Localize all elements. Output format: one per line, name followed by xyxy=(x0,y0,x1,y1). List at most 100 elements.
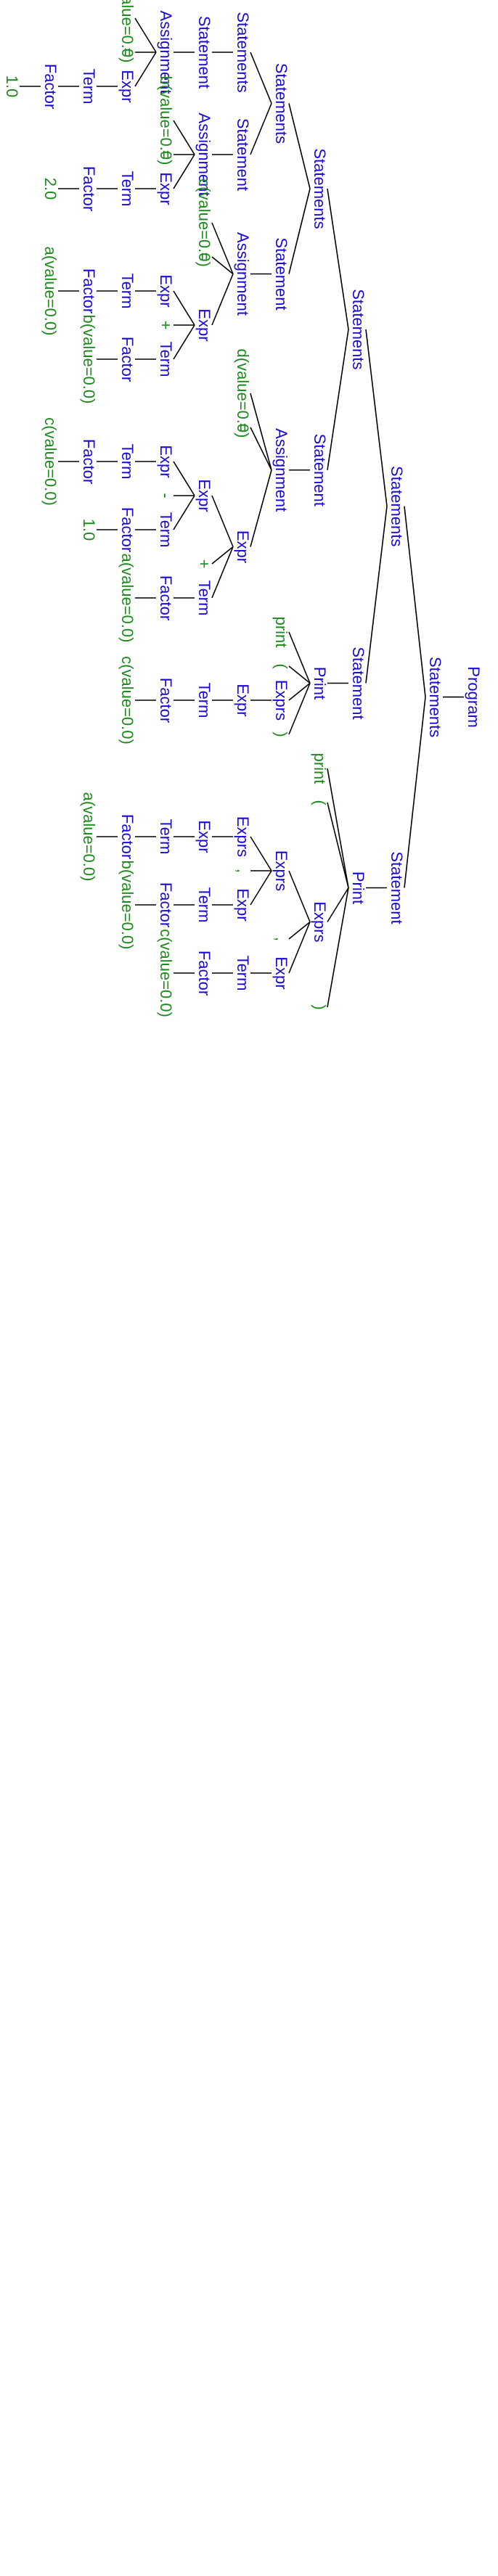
nonterminal-assignment: Assignment xyxy=(157,11,175,94)
tree-edge xyxy=(134,17,157,53)
nonterminal-expr: Expr xyxy=(195,479,213,512)
nonterminal-assignment: Assignment xyxy=(272,428,290,512)
nonterminal-term: Term xyxy=(118,444,136,480)
nonterminal-term: Term xyxy=(195,581,213,616)
nonterminal-expr: Expr xyxy=(157,274,175,307)
tree-edge xyxy=(288,921,311,940)
nonterminal-term: Term xyxy=(157,512,175,548)
node-group-43: Term xyxy=(118,444,136,480)
node-group-37: Assignment xyxy=(272,428,290,512)
node-group-32: + xyxy=(157,321,175,330)
node-group-85: ) xyxy=(311,1004,329,1009)
nonterminal-statements: Statements xyxy=(234,12,252,92)
tree-edge xyxy=(365,506,388,684)
tree-edge xyxy=(173,154,195,189)
tree-edge xyxy=(327,887,349,922)
node-group-47: Term xyxy=(157,512,175,548)
node-group-71: Expr xyxy=(195,820,213,853)
nonterminal-term: Term xyxy=(195,683,213,718)
node-group-82: Term xyxy=(234,956,252,991)
node-group-80: , xyxy=(272,937,290,941)
nonterminal-statement: Statement xyxy=(311,434,329,506)
node-group-16: Assignment xyxy=(195,113,213,197)
node-group-65: Print xyxy=(349,871,367,904)
terminal-lparen: ( xyxy=(272,663,290,669)
nonterminal-statements: Statements xyxy=(388,466,406,546)
terminal-c-value-0-0: c(value=0.0) xyxy=(41,417,60,506)
node-group-17: b(value=0.0) xyxy=(157,76,175,165)
terminal-plus: + xyxy=(157,321,175,330)
nonterminal-expr: Expr xyxy=(157,445,175,477)
node-group-38: d(value=0.0) xyxy=(234,349,252,438)
node-group-35: b(value=0.0) xyxy=(80,315,98,404)
terminal-lparen: ( xyxy=(311,800,329,805)
node-group-28: Expr xyxy=(157,274,175,307)
terminal-b-value-0-0: b(value=0.0) xyxy=(80,315,98,404)
tree-edge xyxy=(134,52,157,87)
node-group-79: b(value=0.0) xyxy=(118,861,136,950)
tree-edge xyxy=(327,887,349,1008)
tree-edge xyxy=(288,870,311,922)
node-group-81: Expr xyxy=(272,956,290,989)
nonterminal-term: Term xyxy=(234,956,252,991)
node-group-62: c(value=0.0) xyxy=(118,656,136,745)
node-group-15: Statement xyxy=(234,118,252,191)
node-group-58: Exprs xyxy=(272,680,290,721)
node-group-21: Factor xyxy=(80,166,98,211)
node-group-64: Statement xyxy=(388,851,406,924)
tree-edge xyxy=(404,697,426,888)
nonterminal-exprs: Exprs xyxy=(234,816,252,857)
tree-edge xyxy=(211,546,234,565)
terminal-equals: = xyxy=(118,48,136,57)
node-group-22: 2.0 xyxy=(41,178,60,200)
terminal-a-value-0-0: a(value=0.0) xyxy=(118,0,136,62)
terminal-1-0: 1.0 xyxy=(3,75,21,98)
node-group-33: Term xyxy=(157,342,175,377)
terminal-1-0: 1.0 xyxy=(80,519,98,541)
terminal-c-value-0-0: c(value=0.0) xyxy=(195,179,213,267)
nonterminal-statements: Statements xyxy=(272,63,290,144)
nonterminal-factor: Factor xyxy=(80,166,98,211)
nonterminal-factor: Factor xyxy=(80,439,98,484)
node-group-84: c(value=0.0) xyxy=(157,929,175,1017)
node-group-12: Term xyxy=(80,69,98,104)
node-group-53: a(value=0.0) xyxy=(118,554,136,643)
tree-edge xyxy=(250,836,272,871)
node-group-20: Term xyxy=(118,171,136,207)
nonterminal-statement: Statement xyxy=(272,237,290,310)
node-group-2: Statements xyxy=(388,466,406,546)
nonterminal-statements: Statements xyxy=(349,289,367,369)
node-group-34: Factor xyxy=(118,337,136,382)
nonterminal-statement: Statement xyxy=(234,118,252,191)
nonterminal-exprs: Exprs xyxy=(272,850,290,891)
nonterminal-factor: Factor xyxy=(80,268,98,313)
terminal-a-value-0-0: a(value=0.0) xyxy=(118,554,136,643)
node-group-69: Exprs xyxy=(272,850,290,891)
node-group-55: Print xyxy=(311,667,329,700)
node-group-54: Statement xyxy=(349,647,367,719)
node-group-66: print xyxy=(311,753,329,784)
nonterminal-assignment: Assignment xyxy=(195,113,213,197)
tree-edge xyxy=(250,393,272,470)
node-group-7: Statement xyxy=(195,16,213,89)
node-group-42: Expr xyxy=(157,445,175,477)
node-group-61: Factor xyxy=(157,678,175,723)
terminal-b-value-0-0: b(value=0.0) xyxy=(118,861,136,950)
terminal-print: print xyxy=(272,617,290,648)
nonterminal-expr: Expr xyxy=(272,956,290,989)
node-group-5: Statements xyxy=(272,63,290,144)
node-group-52: Factor xyxy=(157,575,175,620)
tree-edge xyxy=(288,683,311,735)
nonterminal-expr: Expr xyxy=(195,308,213,341)
node-group-45: c(value=0.0) xyxy=(41,417,60,506)
node-group-57: ( xyxy=(272,663,290,669)
nonterminal-statement: Statement xyxy=(349,647,367,719)
tree-edge xyxy=(404,506,426,697)
node-group-10: = xyxy=(118,48,136,57)
tree-edge xyxy=(211,495,234,547)
terminal-c-value-0-0: c(value=0.0) xyxy=(157,929,175,1017)
node-group-48: Factor xyxy=(118,507,136,552)
node-group-49: 1.0 xyxy=(80,519,98,541)
node-group-3: Statements xyxy=(349,289,367,369)
